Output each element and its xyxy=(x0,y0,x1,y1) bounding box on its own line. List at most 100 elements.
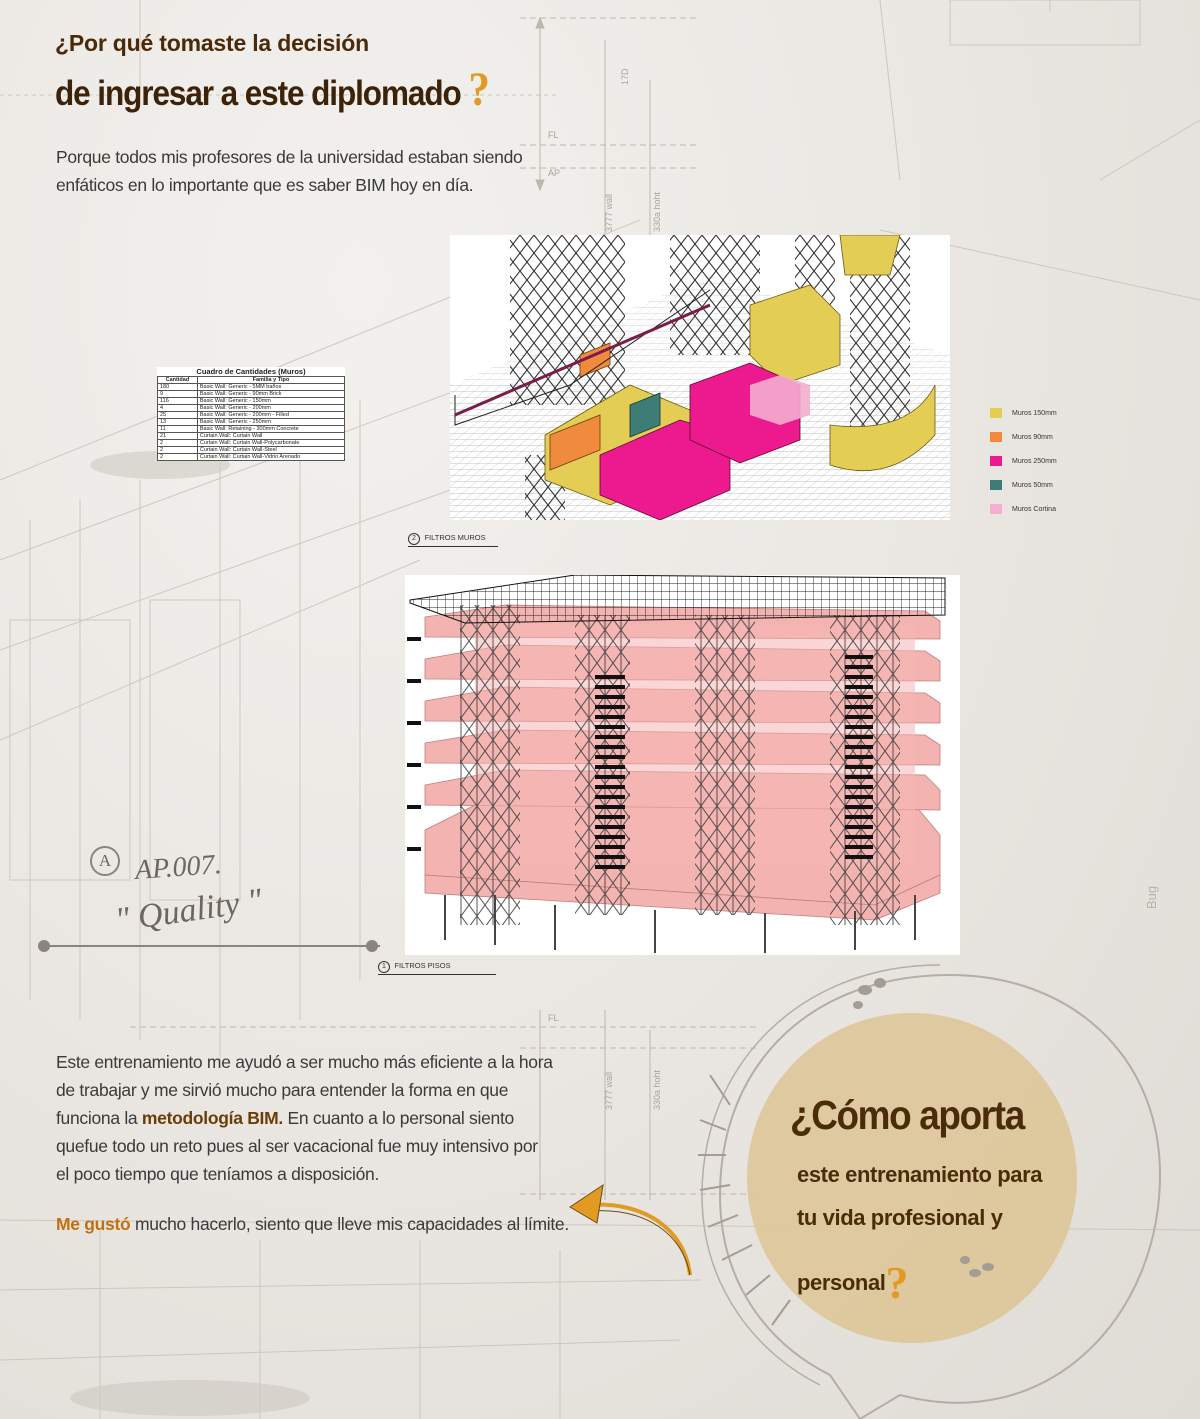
cell-cantidad: 21 xyxy=(157,432,198,440)
sketch-circle-letter: A xyxy=(90,846,120,876)
label-text: FILTROS MUROS xyxy=(424,533,486,542)
cell-cantidad: 2 xyxy=(157,446,198,454)
dimension-label: 17D xyxy=(620,68,630,85)
legend-item: Muros 250mm xyxy=(990,456,1057,466)
walls-filter-drawing xyxy=(450,235,950,520)
legend-swatch xyxy=(990,456,1002,466)
question-mark-icon: ? xyxy=(468,63,490,116)
dimension-label: FL xyxy=(548,1013,559,1023)
paragraph-text: funciona la xyxy=(56,1108,142,1128)
cell-familia-tipo: Basic Wall: Generic - 5MM baños xyxy=(196,383,346,391)
table-header: Familia y Tipo xyxy=(196,376,346,384)
question-mark-icon: ? xyxy=(885,1257,909,1308)
label-number-circle: 2 xyxy=(408,533,420,545)
dimension-label: 3777 wall xyxy=(604,1072,614,1110)
paragraph-line: de trabajar y me sirvió mucho para enten… xyxy=(56,1080,509,1100)
legend-swatch xyxy=(990,504,1002,514)
section2-paragraph: Este entrenamiento me ayudó a ser mucho … xyxy=(56,1048,576,1238)
cell-cantidad: 180 xyxy=(157,383,198,391)
cell-familia-tipo: Curtain Wall: Curtain Wall-Steel xyxy=(196,446,346,454)
quantity-table: Cuadro de Cantidades (Muros) Cantidad Fa… xyxy=(157,367,346,461)
paragraph-text: mucho hacerlo, siento que lleve mis capa… xyxy=(130,1214,569,1234)
cell-cantidad: 25 xyxy=(157,411,198,419)
legend-swatch xyxy=(990,480,1002,490)
legend-item: Muros 150mm xyxy=(990,408,1057,418)
label-filtros-muros: 2 FILTROS MUROS xyxy=(408,527,498,547)
cell-cantidad: 2 xyxy=(157,453,198,461)
legend-swatch xyxy=(990,432,1002,442)
dimension-label: 330a hoht xyxy=(652,1069,662,1110)
cell-cantidad: 11 xyxy=(157,425,198,433)
table-title: Cuadro de Cantidades (Muros) xyxy=(196,367,306,376)
floors-filter-drawing xyxy=(405,575,960,955)
section3-title: ¿Cómo aporta xyxy=(790,1092,1025,1138)
legend-item: Muros 50mm xyxy=(990,480,1053,490)
cell-familia-tipo: Basic Wall: Generic - 200mm - Filled xyxy=(196,411,346,419)
cell-familia-tipo: Curtain Wall: Curtain Wall-Vidrio Arenad… xyxy=(196,453,346,461)
cell-cantidad: 116 xyxy=(157,397,198,405)
paragraph-line: funciona la metodología BIM. En cuanto a… xyxy=(56,1104,576,1132)
cell-familia-tipo: Basic Wall: Generic - 150mm xyxy=(196,397,346,405)
paragraph-bold: Me gustó xyxy=(56,1214,131,1234)
paragraph-text: En cuanto a lo personal siento xyxy=(282,1108,515,1128)
paragraph-line: el poco tiempo que teníamos a disposició… xyxy=(56,1164,380,1184)
section1-question-text: de ingresar a este diplomado xyxy=(55,74,462,113)
section3-line: tu vida profesional y xyxy=(797,1205,1003,1230)
label-underline xyxy=(378,974,496,975)
cell-cantidad: 9 xyxy=(157,390,198,398)
cell-familia-tipo: Basic Wall: Generic - 200mm xyxy=(196,404,346,412)
label-number-circle: 1 xyxy=(378,961,390,973)
paragraph-line: quefue todo un reto pues al ser vacacion… xyxy=(56,1136,538,1156)
arrow-icon xyxy=(569,1183,692,1276)
paragraph-bold: metodología BIM. xyxy=(141,1108,283,1128)
answer-line: enfáticos en lo importante que es saber … xyxy=(56,175,474,195)
dimension-label: AP xyxy=(548,168,560,178)
section1-answer: Porque todos mis profesores de la univer… xyxy=(56,143,523,199)
legend-label: Muros 90mm xyxy=(1012,433,1053,441)
cell-familia-tipo: Curtain Wall: Curtain Wall-Polycarbonate xyxy=(196,439,346,447)
paragraph-line: Me gustó mucho hacerlo, siento que lleve… xyxy=(56,1210,576,1238)
legend-label: Muros Cortina xyxy=(1012,505,1056,513)
table-header-row: Cantidad Familia y Tipo xyxy=(157,376,346,384)
section1-question-line2: de ingresar a este diplomado ? xyxy=(55,62,490,117)
speech-bubble xyxy=(698,964,1162,1419)
legend-label: Muros 250mm xyxy=(1012,457,1057,465)
label-filtros-pisos: 1 FILTROS PISOS xyxy=(378,955,496,975)
dimension-label: 330a hoht xyxy=(652,191,662,232)
cell-familia-tipo: Basic Wall: Retaining - 300mm Concrete xyxy=(196,425,346,433)
dimension-label: FL xyxy=(548,130,559,140)
legend-item: Muros 90mm xyxy=(990,432,1053,442)
legend-item: Muros Cortina xyxy=(990,504,1056,514)
cell-cantidad: 4 xyxy=(157,404,198,412)
cell-familia-tipo: Basic Wall: Generic - 250mm xyxy=(196,418,346,426)
legend-swatch xyxy=(990,408,1002,418)
section3-line: este entrenamiento para xyxy=(797,1162,1043,1187)
dimension-label: 3777 wall xyxy=(604,194,614,232)
cell-familia-tipo: Curtain Wall: Curtain Wall xyxy=(196,432,346,440)
section3-line: personal? xyxy=(797,1248,909,1308)
cell-cantidad: 13 xyxy=(157,418,198,426)
section3-text: personal xyxy=(797,1270,886,1295)
legend-label: Muros 150mm xyxy=(1012,409,1057,417)
sketch-code: AP.007. xyxy=(133,849,223,886)
legend-label: Muros 50mm xyxy=(1012,481,1053,489)
side-label-bug: Bug xyxy=(1144,885,1160,910)
table-header: Cantidad xyxy=(157,376,198,384)
cell-cantidad: 2 xyxy=(157,439,198,447)
answer-line: Porque todos mis profesores de la univer… xyxy=(56,147,523,167)
label-text: FILTROS PISOS xyxy=(394,961,451,970)
label-underline xyxy=(408,546,498,547)
